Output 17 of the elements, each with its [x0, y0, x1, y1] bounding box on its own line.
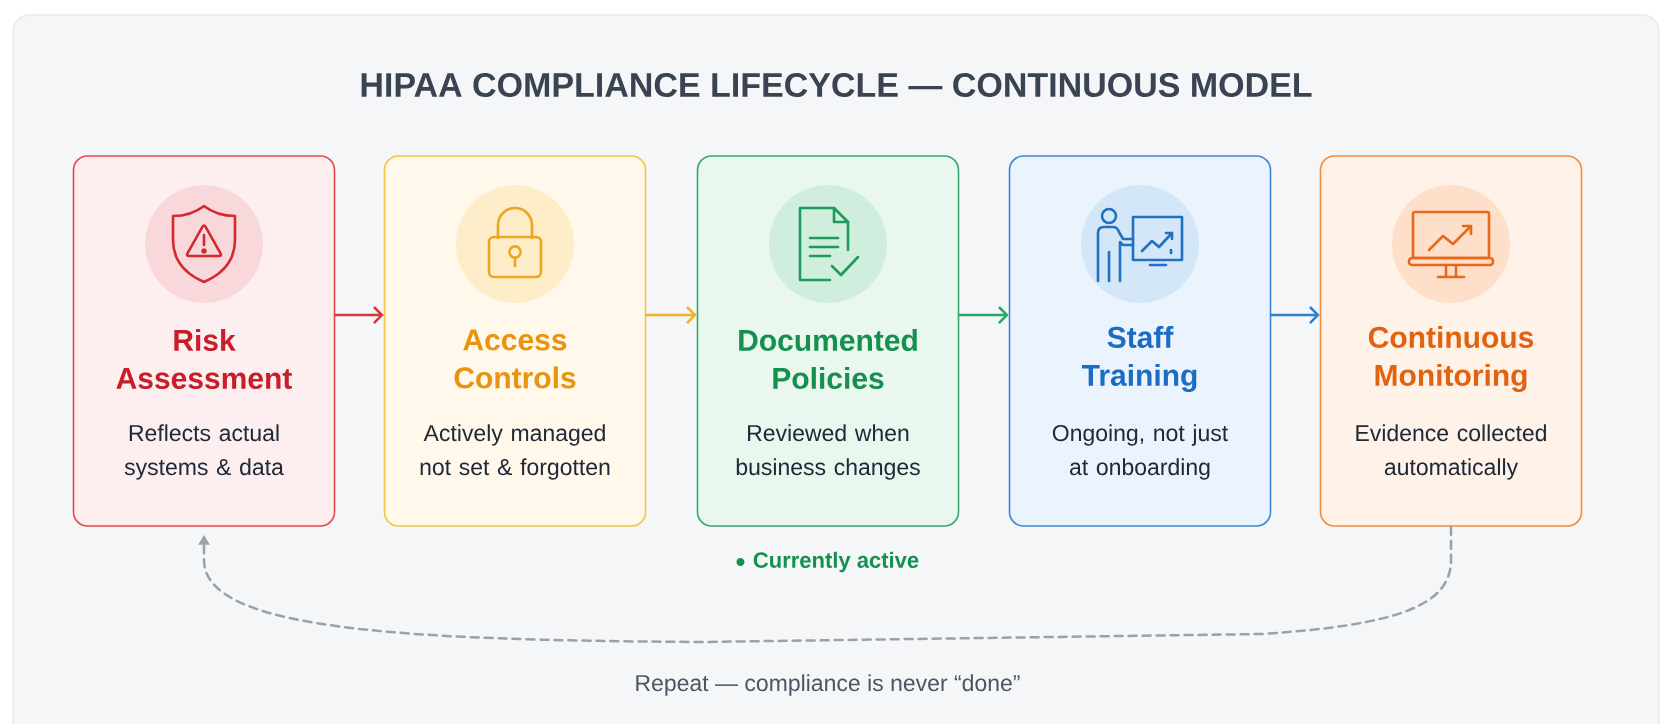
step-title: Risk Assessment — [116, 329, 292, 389]
step-title: Continuous Monitoring — [1368, 325, 1534, 393]
step-title: Access Controls — [454, 329, 576, 389]
step-card — [383, 155, 647, 527]
step-description: Ongoing, not just at onboarding — [1052, 424, 1228, 480]
step-title: Documented Policies — [739, 329, 917, 389]
step-card — [72, 155, 336, 527]
status-label: Currently active — [753, 551, 919, 573]
step-description: Actively managed not set & forgotten — [420, 424, 610, 480]
step-card — [1319, 155, 1583, 527]
step-card — [1008, 155, 1272, 527]
step-description: Evidence collected automatically — [1356, 424, 1546, 480]
step-description: Reviewed when business changes — [736, 424, 920, 480]
step-description: Reflects actual systems & data — [124, 424, 284, 480]
step-title: Staff Training — [1082, 325, 1197, 393]
title: HIPAA COMPLIANCE LIFECYCLE — CONTINUOUS MODEL — [361, 72, 1312, 98]
edge-label: Repeat — compliance is never “done” — [630, 670, 1025, 700]
